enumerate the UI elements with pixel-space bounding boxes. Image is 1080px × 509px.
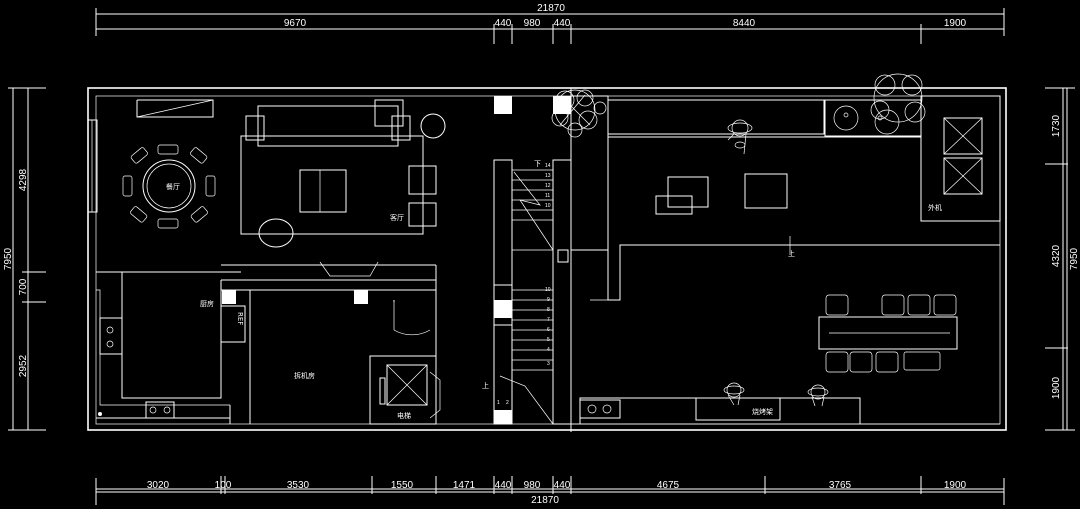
- bottom-segment-2: 100: [215, 480, 232, 491]
- step-label-7: 7: [547, 317, 550, 323]
- top-segment-4: 440: [554, 18, 571, 29]
- top-segment-1: 9670: [284, 18, 307, 29]
- left-segment-3: 2952: [18, 354, 29, 377]
- step-label-1: 1: [497, 400, 500, 406]
- bottom-segment-9: 4675: [657, 480, 680, 491]
- right-segment-1: 1730: [1051, 114, 1062, 137]
- left-total-label: 7950: [3, 247, 14, 270]
- door-swing: [393, 300, 431, 336]
- step-label-6: 6: [547, 327, 550, 333]
- bottom-segment-4: 1550: [391, 480, 414, 491]
- step-label-14: 14: [545, 163, 551, 169]
- bottom-segment-8: 440: [554, 480, 571, 491]
- top-segment-3: 980: [524, 18, 541, 29]
- refrigerator: [220, 305, 246, 343]
- shrub-icon: [833, 73, 926, 135]
- kitchen: 厨房 REF: [96, 271, 246, 424]
- top-segment-2: 440: [495, 18, 512, 29]
- bottom-segment-10: 3765: [829, 480, 852, 491]
- planter-strip: [607, 99, 825, 135]
- step-label-4: 4: [547, 347, 550, 353]
- bottom-segment-3: 3530: [287, 480, 310, 491]
- step-label-2: 2: [506, 400, 509, 406]
- step-label-3: 3: [547, 361, 550, 367]
- bottom-segment-5: 1471: [453, 480, 476, 491]
- kitchen-label: 厨房: [200, 299, 214, 308]
- stairs-up-label: 上: [482, 381, 489, 390]
- top-segment-6: 1900: [944, 18, 967, 29]
- right-segment-2: 4320: [1051, 244, 1062, 267]
- step-label-10: 10: [545, 203, 551, 209]
- bottom-segment-1: 3020: [147, 480, 170, 491]
- left-dimension-chain: 7950 4298 700 2952: [3, 87, 46, 431]
- left-segment-2: 700: [18, 278, 29, 295]
- tree-icon: [551, 89, 607, 138]
- top-total-label: 21870: [537, 3, 565, 14]
- central-partition: [96, 261, 437, 424]
- bottom-segment-6: 440: [495, 480, 512, 491]
- dining-area: 餐厅: [87, 99, 216, 229]
- lounge-chair: [258, 218, 294, 248]
- outdoor-chairs: [825, 294, 957, 373]
- elevator-shaft: [386, 364, 428, 406]
- right-total-label: 7950: [1069, 247, 1080, 270]
- living-room-label: 客厅: [390, 213, 404, 222]
- bottom-segment-11: 1900: [944, 480, 967, 491]
- step-label-5: 5: [547, 337, 550, 343]
- outer-walls: [87, 87, 1007, 432]
- bottom-dimension-chain: 3020 100 3530 1550 1471 440 980 440 4675…: [95, 476, 1005, 506]
- top-segment-5: 8440: [733, 18, 756, 29]
- step-label-11: 11: [545, 193, 550, 199]
- coffee-table: [299, 169, 347, 213]
- mahjong-room-label: 拆机房: [294, 371, 315, 380]
- mahjong-room: 拆机房 电梯: [249, 290, 441, 425]
- dining-chairs: [122, 144, 216, 229]
- outdoor-unit-label: 外机: [928, 203, 942, 212]
- dining-table: [142, 159, 196, 213]
- outdoor-sink: [579, 399, 621, 419]
- terrace: 外机 上 烧烤架: [570, 95, 1001, 424]
- bbq-grill: [695, 397, 781, 421]
- left-segment-1: 4298: [18, 168, 29, 191]
- bbq-label: 烧烤架: [752, 407, 773, 416]
- top-dimension-chain: 21870 9670 440 980 440 8440 1900: [95, 3, 1005, 44]
- bottom-total-label: 21870: [531, 495, 559, 506]
- living-room: 客厅: [240, 99, 446, 248]
- staircase: 下 上 14 13 12 11 10 10 9 8 7 6 5 4 3 1 2: [482, 96, 572, 425]
- bottom-segment-7: 980: [524, 480, 541, 491]
- dining-table-outdoor: [818, 316, 958, 350]
- refrigerator-label: REF: [236, 312, 244, 325]
- right-dimension-chain: 7950 1730 4320 1900: [1045, 87, 1080, 431]
- outdoor-unit-enclosure: [920, 95, 1001, 222]
- right-segment-3: 1900: [1051, 376, 1062, 399]
- elevator-label: 电梯: [397, 411, 411, 420]
- step-label-10b: 10: [545, 287, 551, 293]
- step-label-12: 12: [545, 183, 551, 189]
- terrace-up-label: 上: [788, 249, 795, 258]
- step-label-8: 8: [547, 307, 550, 313]
- stairs-down-label: 下: [534, 160, 541, 168]
- person-icon: [723, 119, 829, 407]
- step-label-9: 9: [547, 297, 550, 303]
- dining-room-label: 餐厅: [166, 182, 180, 191]
- step-label-13: 13: [545, 173, 551, 179]
